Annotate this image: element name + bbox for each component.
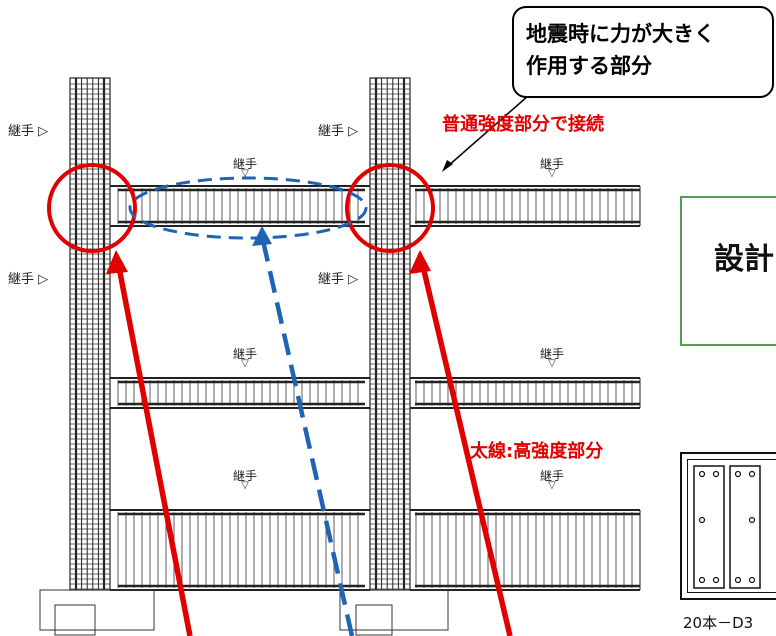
callout-line-1: 地震時に力が大きく [526,22,715,46]
design-box: 設計 [680,196,776,346]
section-hoop [693,465,725,589]
rebar-dot [734,576,742,584]
rebar-dot [698,516,706,524]
callout-text: 地震時に力が大きく 作用する部分 [526,18,715,82]
frame-lines [69,77,641,591]
rebar-spec-label: 20本－D3 [683,614,754,632]
callout-line-2: 作用する部分 [526,54,652,78]
beam-joint-1a: 継手▽ [232,157,257,179]
footing-middle [339,589,449,636]
joint-label-col-right-upper: 継手 ▷ [318,124,359,139]
joint-text: 継手 [232,347,257,361]
rebar-dot [734,470,742,478]
blue-arrowhead [252,226,272,246]
section-rebars [693,465,761,589]
rebar-dot [712,470,720,478]
rebar-dot [748,576,756,584]
beam-joint-3b: 継手▽ [539,469,564,491]
beam-joint-1b: 継手▽ [539,157,564,179]
joint-label-col-right-lower: 継手 ▷ [318,272,359,287]
joint-text: 継手 [539,347,564,361]
red-arrowhead-left [106,250,128,274]
joint-label-col-left-upper: 継手 ▷ [8,124,49,139]
joint-text: 継手 [232,469,257,483]
joint-text: 継手 [539,157,564,171]
red-arrow-right-line [419,261,513,636]
joint-circle-left [47,163,137,253]
joint-circle-right [345,163,435,253]
design-text: 設計 [714,242,774,277]
beam-center-ellipse [128,176,368,240]
rebar-dot [712,576,720,584]
callout-box: 地震時に力が大きく 作用する部分 [512,6,774,98]
callout-pointer [447,95,529,167]
column-section [680,452,776,600]
rebar-dot [698,576,706,584]
callout-pointer-head [442,160,453,172]
rebar-dot [748,470,756,478]
joint-text: 継手 [8,272,35,287]
joint-text: 継手 [539,469,564,483]
joint-text: 継手 [8,124,35,139]
rebar-dot [698,470,706,478]
beam-joint-2a: 継手▽ [232,347,257,369]
joint-text: 継手 [232,157,257,171]
beam-joint-2b: 継手▽ [539,347,564,369]
column-ties [70,83,410,590]
thick-line-label: 太線:高強度部分 [470,441,604,462]
blue-dashed-arrow-line [259,235,355,636]
column-section-inner [687,459,776,593]
joint-text: 継手 [318,124,345,139]
joint-text: 継手 [318,272,345,287]
red-arrow-left-line [115,261,193,636]
joint-label-col-left-lower: 継手 ▷ [8,272,49,287]
beam-joint-3a: 継手▽ [232,469,257,491]
section-hoop [729,465,761,589]
red-arrowhead-right [409,250,431,274]
rebar-dot [748,516,756,524]
footing-left [39,589,155,636]
normal-strength-label: 普通強度部分で接続 [442,114,604,135]
